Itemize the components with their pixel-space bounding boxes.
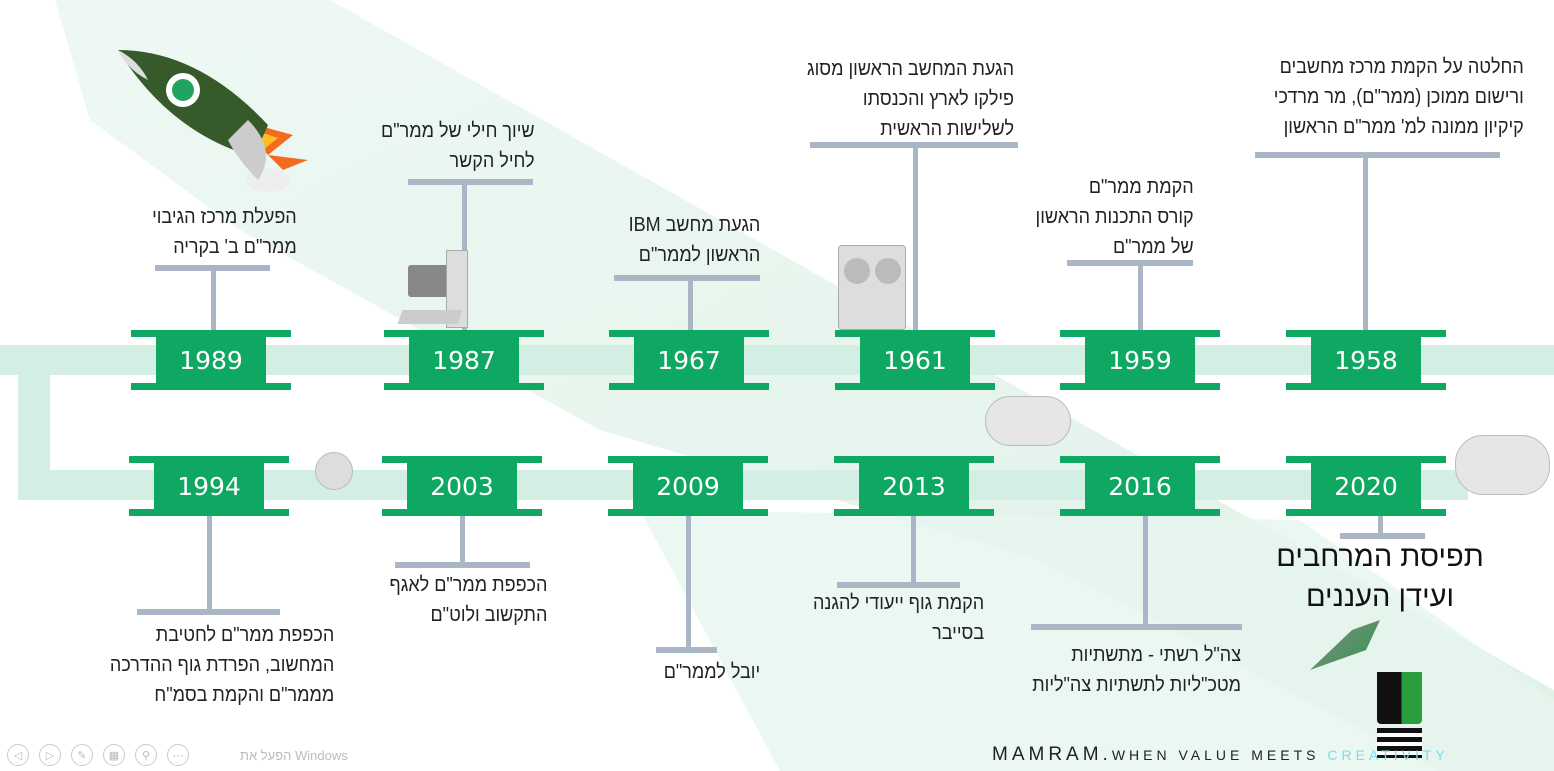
year-label: 1958 [1311,330,1421,390]
stem-2013 [911,516,916,585]
windows-activation-watermark: הפעל את Windows [240,748,348,763]
stem-1958 [1363,155,1368,330]
next-icon[interactable]: ▷ [39,744,61,766]
tape-drive-icon [838,245,906,330]
event-text-1987: שיוך חילי של ממר"ם לחיל הקשר [381,120,535,172]
brand: MAMRAM. [992,744,1112,765]
event-text-1994: הכפפת ממר"ם לחטיבת המחשוב, הפרדת גוף ההד… [109,624,334,706]
year-badge-2009: 2009 [608,456,768,516]
zoom-icon[interactable]: ⚲ [135,744,157,766]
stem-1989 [211,268,216,330]
crossbar-1967 [614,275,760,281]
year-label: 2020 [1311,456,1421,516]
stem-2016 [1143,516,1148,627]
mamram-logo [1377,672,1422,724]
footer-tagline: MAMRAM.WHEN VALUE MEETS CREATIVITY [992,744,1449,766]
year-label: 1961 [860,330,970,390]
computer-icon [397,250,470,330]
crossbar-1987 [408,179,533,185]
stem-1994 [207,516,212,612]
crossbar-2020 [1340,533,1425,539]
stem-1961 [913,145,918,330]
logo-stripes [1377,728,1422,758]
year-badge-1959: 1959 [1060,330,1220,390]
year-label: 1959 [1085,330,1195,390]
year-badge-2013: 2013 [834,456,994,516]
year-badge-1961: 1961 [835,330,995,390]
year-badge-2020: 2020 [1286,456,1446,516]
globe-icon [315,452,353,490]
event-text-1961: הגעת המחשב הראשון מסוג פילקו לארץ והכנסת… [806,58,1014,140]
tagline: WHEN VALUE MEETS [1111,747,1328,763]
year-label: 2016 [1085,456,1195,516]
event-text-2013: הקמת גוף ייעודי להגנה בסייבר [812,592,984,644]
year-label: 2009 [633,456,743,516]
crossbar-1959 [1067,260,1193,266]
stem-1959 [1138,263,1143,330]
event-text-1967: הגעת מחשב IBM הראשון לממר"ם [628,214,760,266]
year-badge-1958: 1958 [1286,330,1446,390]
stem-1967 [688,278,693,330]
event-text-2003: הכפפת ממר"ם לאגף התקשוב ולוט"ם [389,574,547,626]
crossbar-2009 [656,647,717,653]
cloud-network-icon [985,396,1071,446]
crossbar-1958 [1255,152,1500,158]
crossbar-1994 [137,609,280,615]
event-text-1989: הפעלת מרכז הגיבוי ממר"ם ב' בקריה [152,206,297,258]
stem-2009 [686,516,691,650]
crossbar-2013 [837,582,960,588]
crossbar-2016 [1031,624,1242,630]
tagline-highlight: CREATIVITY [1327,747,1449,763]
event-text-2009: יובל לממר"ם [663,661,760,683]
rocket-icon [118,50,308,192]
crossbar-2003 [395,562,530,568]
year-badge-1994: 1994 [129,456,289,516]
year-label: 1994 [154,456,264,516]
year-label: 1987 [409,330,519,390]
event-text-1959: הקמת ממר"ם קורס התכנות הראשון של ממר"ם [1035,176,1194,258]
year-label: 2003 [407,456,517,516]
crossbar-1989 [155,265,270,271]
cloud-server-icon [1455,435,1550,495]
event-text-2016: צה"ל רשתי - מתשתיות מטכ"ליות לתשתיות צה"… [1032,644,1241,696]
year-badge-1987: 1987 [384,330,544,390]
year-label: 2013 [859,456,969,516]
crossbar-1961 [810,142,1018,148]
year-badge-1967: 1967 [609,330,769,390]
stem-2020 [1378,516,1383,536]
year-label: 1989 [156,330,266,390]
year-badge-2003: 2003 [382,456,542,516]
event-text-2020: תפיסת המרחבים ועידן העננים [1276,541,1484,613]
pen-icon[interactable]: ✎ [71,744,93,766]
previous-icon[interactable]: ◁ [7,744,29,766]
year-badge-1989: 1989 [131,330,291,390]
year-label: 1967 [634,330,744,390]
year-badge-2016: 2016 [1060,456,1220,516]
more-icon[interactable]: ⋯ [167,744,189,766]
slides-icon[interactable]: ▦ [103,744,125,766]
stem-2003 [460,516,465,565]
event-text-1958: החלטה על הקמת מרכז מחשבים ורישום ממוכן (… [1274,56,1524,138]
